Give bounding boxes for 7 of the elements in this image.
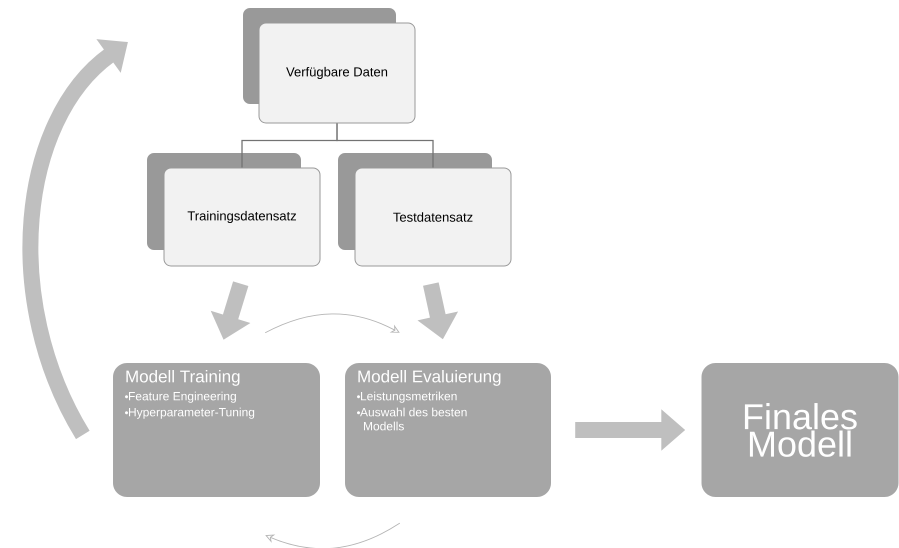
process-box: Testdatensatz xyxy=(338,153,512,266)
process-box: Verfügbare Daten xyxy=(243,8,416,124)
connector-line xyxy=(336,124,434,168)
process-box: Modell Training Feature Engineering Hyperparameter-Tuning xyxy=(113,363,320,497)
process-box: Trainingsdatensatz xyxy=(147,153,320,266)
process-box: Modell Evaluierung Leistungsmetriken Auswahl des besten Modells xyxy=(345,363,551,497)
result-box: Finales Modell xyxy=(702,363,898,497)
